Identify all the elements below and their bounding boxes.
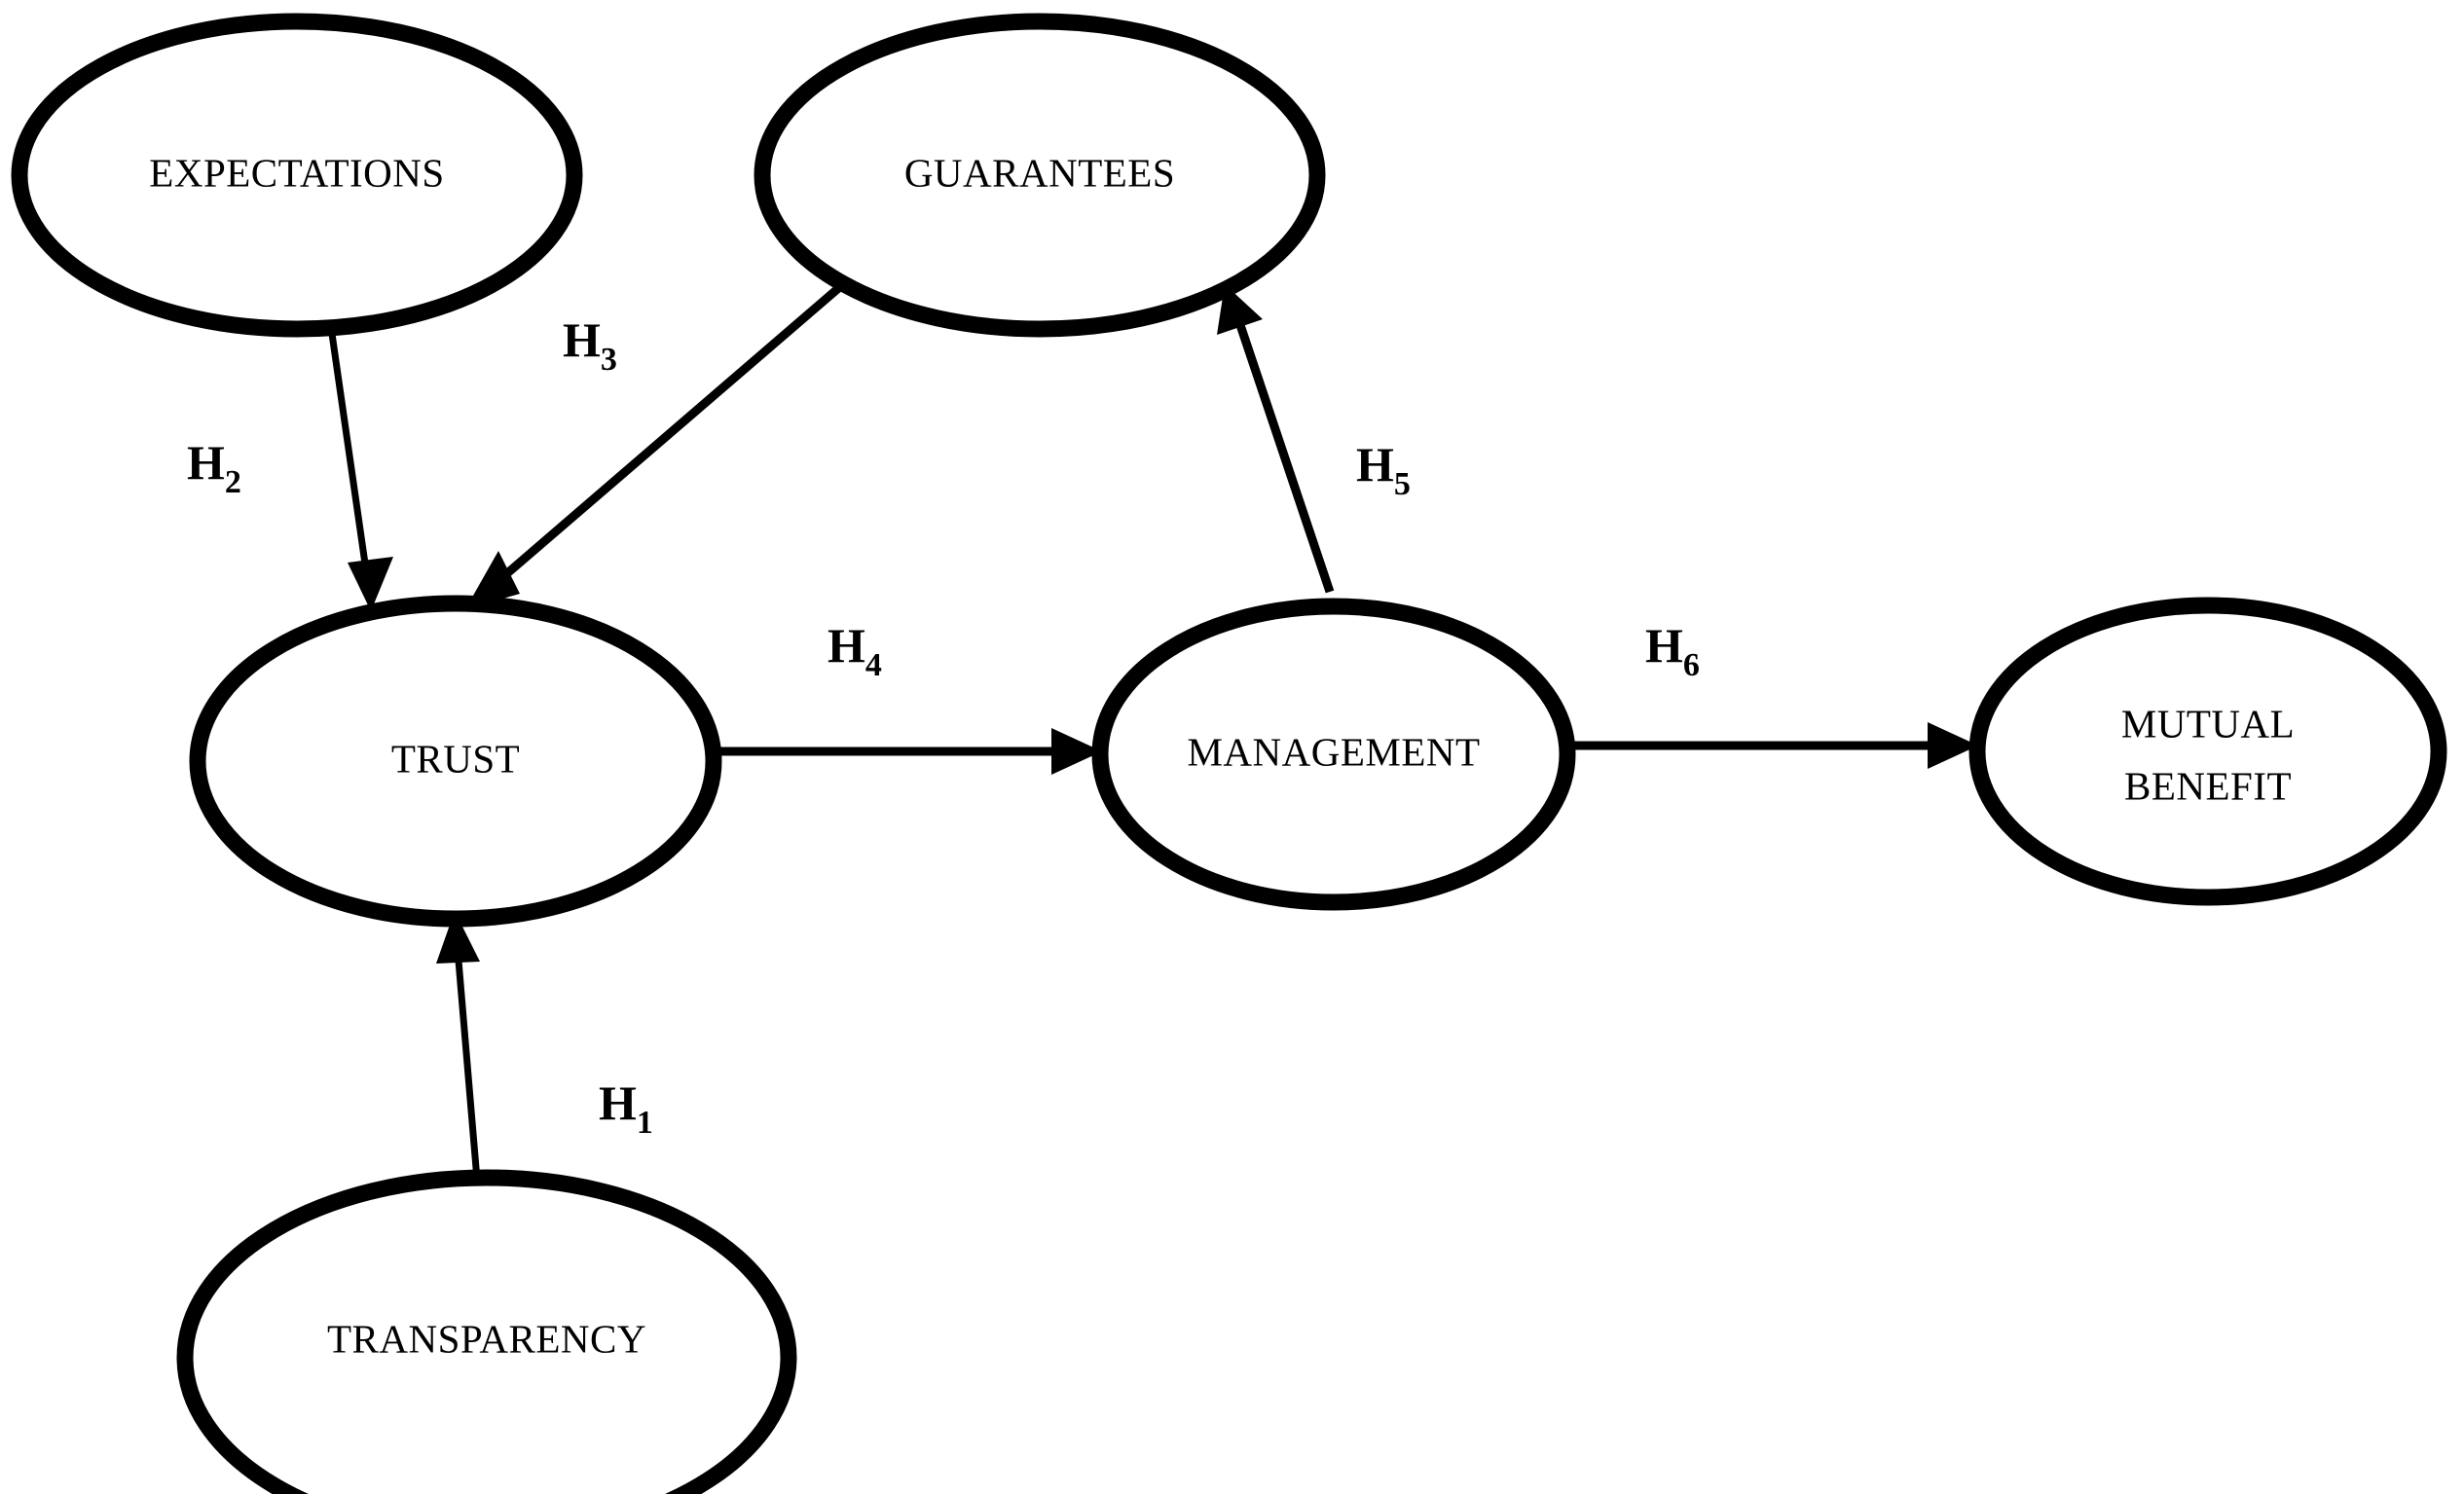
node-transparency-label: TRANSPARENCY xyxy=(327,1316,646,1361)
node-management[interactable]: MANAGEMENT xyxy=(1091,598,1576,911)
node-management-shape[interactable] xyxy=(1091,598,1576,911)
node-mutual-benefit-label-line2: BENEFIT xyxy=(2124,763,2292,808)
node-management-label: MANAGEMENT xyxy=(1187,729,1480,774)
label-h6: H6 xyxy=(1645,618,1700,683)
label-h3: H3 xyxy=(563,312,617,378)
label-h1: H1 xyxy=(599,1075,653,1141)
edge-h5-line xyxy=(1232,311,1335,594)
label-h4: H4 xyxy=(827,618,882,683)
edge-h4-arrowhead xyxy=(1051,728,1102,775)
node-guarantees-label: GUARANTEES xyxy=(904,150,1175,195)
edge-h3 xyxy=(465,280,846,609)
node-guarantees[interactable]: GUARANTEES xyxy=(754,13,1326,338)
node-expectations-label: EXPECTATIONS xyxy=(149,150,444,195)
edge-h4 xyxy=(709,728,1102,775)
edge-h2 xyxy=(327,326,393,611)
node-trust-shape[interactable] xyxy=(189,595,722,928)
label-h2-text: H2 xyxy=(187,435,241,500)
node-mutual-benefit[interactable]: MUTUAL BENEFIT xyxy=(1968,597,2447,906)
label-h6-text: H6 xyxy=(1645,618,1700,683)
label-h5-text: H5 xyxy=(1356,437,1411,502)
label-h3-text: H3 xyxy=(563,312,617,378)
edge-h2-arrowhead xyxy=(348,557,393,611)
node-trust[interactable]: TRUST xyxy=(189,595,722,928)
node-expectations[interactable]: EXPECTATIONS xyxy=(11,13,583,338)
edge-h6 xyxy=(1563,722,1978,769)
edge-h5 xyxy=(1217,284,1335,594)
node-guarantees-shape[interactable] xyxy=(754,13,1326,338)
edge-h6-arrowhead xyxy=(1928,722,1978,769)
edge-h1-arrowhead xyxy=(436,911,480,964)
edge-h2-line xyxy=(327,326,372,585)
node-expectations-shape[interactable] xyxy=(11,13,583,338)
label-h5: H5 xyxy=(1356,437,1411,502)
edge-h3-line xyxy=(490,280,846,590)
node-transparency[interactable]: TRANSPARENCY xyxy=(176,1169,797,1494)
label-h4-text: H4 xyxy=(827,618,882,683)
edge-h3-arrowhead xyxy=(465,551,520,609)
node-mutual-benefit-label-line1: MUTUAL xyxy=(2121,701,2295,746)
node-mutual-benefit-shape[interactable] xyxy=(1968,597,2447,906)
label-h2: H2 xyxy=(187,435,241,500)
label-h1-text: H1 xyxy=(599,1075,653,1141)
edge-h1 xyxy=(436,911,481,1181)
edge-h1-line xyxy=(454,948,481,1181)
node-trust-label: TRUST xyxy=(391,736,520,781)
node-transparency-shape[interactable] xyxy=(176,1169,797,1494)
